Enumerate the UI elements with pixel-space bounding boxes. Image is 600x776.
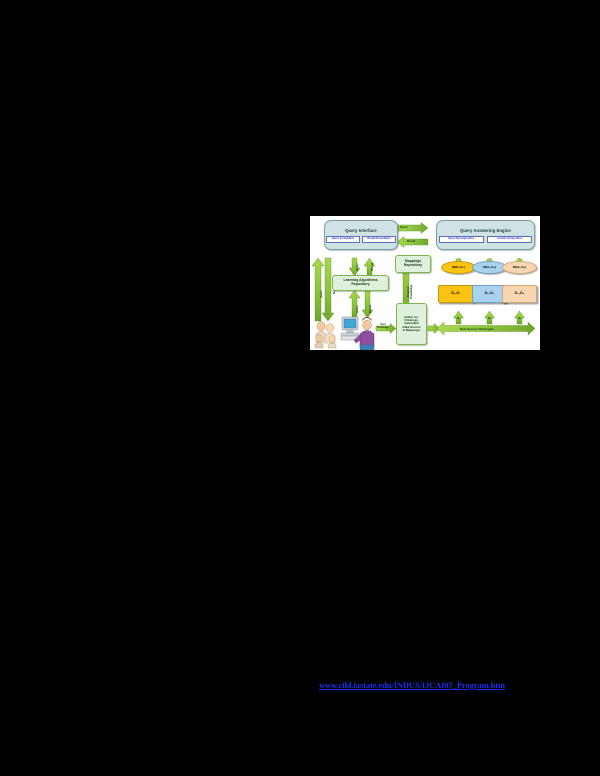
connector-o3 bbox=[514, 310, 525, 325]
arrow-left-query-up bbox=[311, 257, 325, 322]
answer-composition-box[interactable]: Answer Composition bbox=[487, 235, 533, 244]
editor-label: Editor for Ontology- Extended Data Sourc… bbox=[402, 315, 421, 332]
mappings-repository-label: Mappings Repository bbox=[403, 259, 423, 267]
arrow-lower-result-down bbox=[361, 289, 374, 319]
ellipse-mapping-2: M(O₂,O₃) bbox=[472, 261, 507, 274]
arrow-label-program-knowledge: Program Knowledge bbox=[406, 284, 413, 299]
connector-label-o1: O₁ bbox=[457, 316, 461, 320]
editor-box[interactable]: Editor for Ontology- Extended Data Sourc… bbox=[396, 303, 427, 345]
clipart-seated-user bbox=[353, 317, 375, 350]
query-interface-subboxes: Query Formulation Result Presentation bbox=[325, 235, 397, 244]
query-decomposition-box[interactable]: Query Decomposition bbox=[438, 235, 484, 244]
ellipse-mapping-2-label: M(O₂,O₃) bbox=[482, 264, 497, 269]
arrow-query-right bbox=[396, 222, 429, 234]
arrow-lower-query-up bbox=[348, 289, 361, 319]
data-source-rect-1: D₁,O₁ bbox=[438, 285, 474, 303]
paper-program-link[interactable]: www.cild.iastate.edu/INDUS/IJCAI07_Progr… bbox=[318, 680, 506, 690]
data-source-rect-2-label: D₂,O₂ bbox=[484, 291, 495, 296]
query-interface-title: Query Interface bbox=[345, 227, 377, 233]
bar-data-source-ontologies bbox=[436, 321, 536, 336]
ellipse-mapping-3-label: M(O₃,O₄) bbox=[512, 264, 527, 269]
mappings-repository-box[interactable]: Mappings Repository bbox=[395, 255, 431, 273]
result-presentation-box[interactable]: Result Presentation bbox=[361, 235, 397, 244]
arrow-label-mid-result: Result bbox=[371, 262, 374, 271]
arrow-label-user-ontology: User Ontology bbox=[377, 323, 389, 329]
bar-label-data-source-ontologies: Data Source Ontologies bbox=[460, 326, 495, 331]
connector-o1 bbox=[453, 310, 464, 325]
program-knowledge-text: Program Knowledge bbox=[406, 284, 413, 299]
data-source-rect-1-label: D₁,O₁ bbox=[451, 291, 461, 296]
query-interface-panel: Query Interface Query Formulation Result… bbox=[324, 220, 398, 250]
arrow-label-lower-result: Result bbox=[369, 304, 372, 313]
clipart-users-and-computer bbox=[314, 316, 375, 350]
learning-algorithms-repository-box[interactable]: Learning Algorithms Repository bbox=[332, 275, 389, 291]
arrow-label-mid-query: Query bbox=[356, 263, 359, 271]
ellipse-mapping-1-label: M(O₁,O₂) bbox=[452, 264, 465, 269]
clipart-people-group bbox=[314, 321, 337, 349]
architecture-figure: Query Result Query Result Query Result Q… bbox=[310, 216, 540, 350]
data-source-rect-3: D₃,O₃ bbox=[502, 285, 537, 303]
query-formulation-box[interactable]: Query Formulation bbox=[325, 235, 361, 244]
connector-label-o2: O₂ bbox=[488, 316, 492, 320]
connector-label-o3: O₃ bbox=[518, 316, 522, 320]
ellipse-mapping-1: M(O₁,O₂) bbox=[441, 261, 476, 274]
arrow-label-query-right: Query bbox=[400, 226, 408, 229]
arrow-mid-query-down bbox=[348, 257, 361, 277]
query-answering-engine-panel: Query Answering Engine Query Decompositi… bbox=[436, 220, 535, 250]
arrow-label-left-query: Query bbox=[319, 290, 323, 298]
user-ontology-text: User Ontology bbox=[377, 323, 389, 329]
arrow-result-left bbox=[396, 236, 429, 248]
arrow-user-ontology bbox=[375, 323, 397, 334]
ellipse-mapping-3: M(O₃,O₄) bbox=[502, 261, 537, 274]
arrow-label-result-left: Result bbox=[407, 240, 416, 243]
arrow-mid-result-up bbox=[363, 257, 376, 277]
learning-algorithms-repository-label: Learning Algorithms Repository bbox=[343, 278, 378, 286]
connector-o2 bbox=[484, 310, 495, 325]
arrow-left-result-down bbox=[321, 257, 335, 322]
qae-subboxes: Query Decomposition Answer Composition bbox=[437, 235, 534, 244]
arrow-editor-to-bar bbox=[427, 323, 441, 334]
arrow-label-lower-query: Query bbox=[356, 305, 359, 313]
data-source-rect-3-label: D₃,O₃ bbox=[514, 291, 525, 296]
query-answering-engine-title: Query Answering Engine bbox=[460, 227, 511, 233]
